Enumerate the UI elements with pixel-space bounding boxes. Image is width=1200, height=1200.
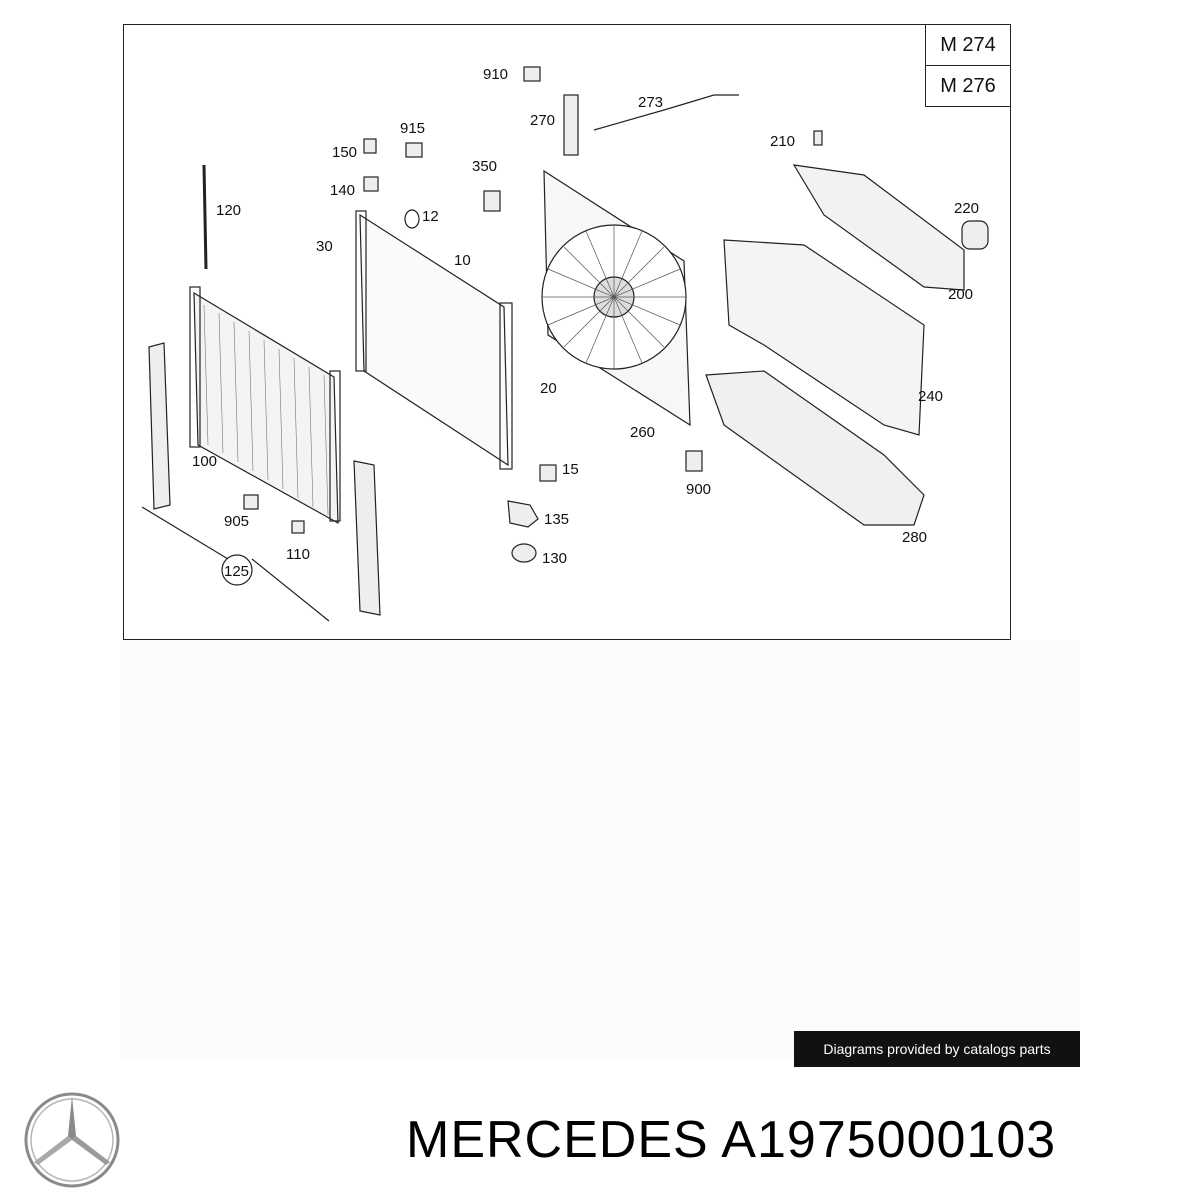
- lower-air-duct-drawing: [705, 370, 925, 526]
- label-12: 12: [422, 208, 439, 225]
- label-200: 200: [948, 286, 973, 303]
- radiator-drawing: [355, 210, 513, 470]
- label-240: 240: [918, 388, 943, 405]
- label-210: 210: [770, 133, 795, 150]
- label-905: 905: [224, 513, 249, 530]
- label-125: 125: [224, 563, 249, 580]
- right-bracket-drawing: [353, 460, 381, 616]
- label-20: 20: [540, 380, 557, 397]
- mercedes-star-icon: [24, 1092, 120, 1188]
- parts-diagram: 910 273 270 915 150 350 140 120 12 30 10…: [123, 24, 1011, 640]
- label-910: 910: [483, 66, 508, 83]
- label-100: 100: [192, 453, 217, 470]
- label-120: 120: [216, 202, 241, 219]
- left-bracket-drawing: [148, 342, 171, 510]
- watermark-banner: Diagrams provided by catalogs parts: [794, 1031, 1080, 1067]
- label-140: 140: [330, 182, 355, 199]
- cable-drawing: [593, 94, 739, 131]
- label-220: 220: [954, 200, 979, 217]
- parts-drawing: 910 273 270 915 150 350 140 120 12 30 10…: [141, 66, 989, 622]
- label-900: 900: [686, 481, 711, 498]
- label-280: 280: [902, 529, 927, 546]
- label-350: 350: [472, 158, 497, 175]
- engine-code-table: M 274 M 276: [925, 25, 1010, 107]
- part-number: A1975000103: [721, 1111, 1057, 1169]
- label-915: 915: [400, 120, 425, 137]
- label-150: 150: [332, 144, 357, 161]
- product-title: MERCEDES A1975000103: [406, 1108, 1056, 1172]
- label-15: 15: [562, 461, 579, 478]
- label-135: 135: [544, 511, 569, 528]
- engine-code-m276: M 276: [926, 65, 1010, 106]
- label-270: 270: [530, 112, 555, 129]
- label-110: 110: [286, 546, 310, 563]
- label-260: 260: [630, 424, 655, 441]
- label-30: 30: [316, 238, 333, 255]
- dipstick-drawing: [202, 164, 208, 270]
- condenser-drawing: [189, 286, 341, 525]
- label-273: 273: [638, 94, 663, 111]
- engine-code-m274: M 274: [940, 34, 996, 56]
- upper-air-duct-drawing: [792, 164, 965, 291]
- sensor-drawing: [563, 94, 579, 156]
- fan-shroud-drawing: [541, 169, 691, 427]
- brand-name: MERCEDES: [406, 1111, 709, 1169]
- label-10: 10: [454, 252, 471, 269]
- label-130: 130: [542, 550, 567, 567]
- lower-blank-area: [120, 640, 1080, 1060]
- air-deflector-drawing: [723, 239, 925, 436]
